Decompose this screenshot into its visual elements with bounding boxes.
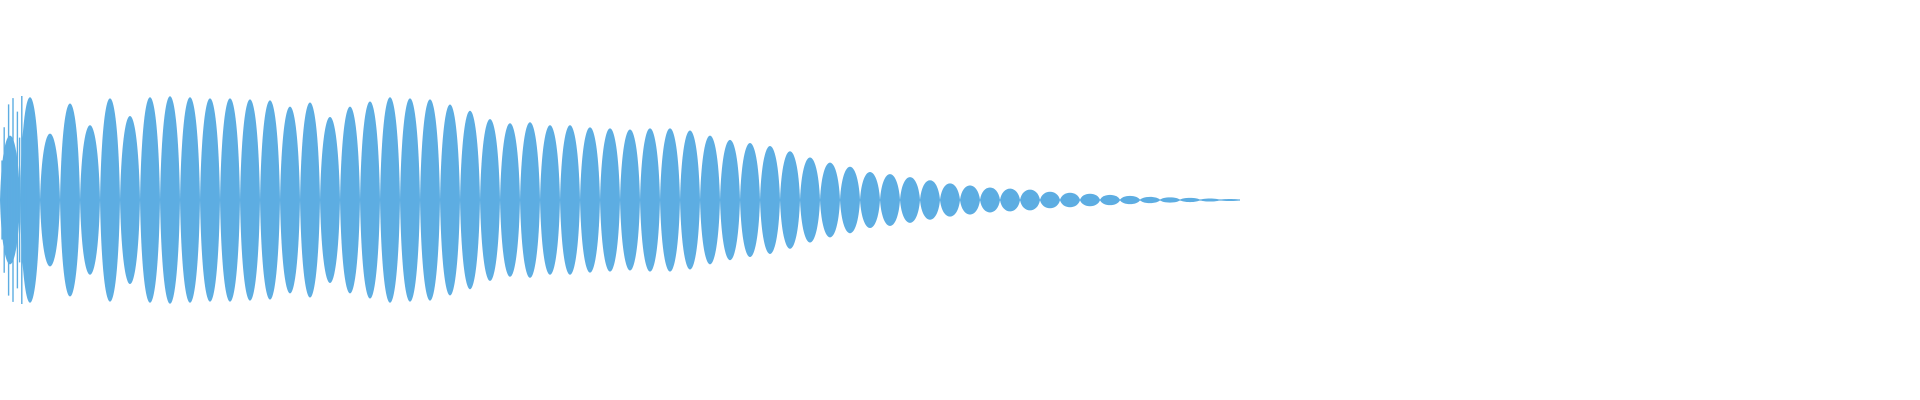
- waveform-lobe: [240, 99, 260, 301]
- waveform-lobe: [200, 98, 220, 302]
- waveform-lobe: [360, 101, 380, 299]
- waveform-lobe: [620, 129, 640, 271]
- waveform-lobe: [340, 106, 360, 294]
- waveform-lobe: [580, 127, 600, 273]
- waveform-lobe: [560, 125, 580, 275]
- waveform-lobe: [120, 115, 140, 285]
- waveform-lobe: [660, 128, 680, 272]
- waveform-lobe: [840, 166, 860, 234]
- waveform-lobe: [780, 151, 800, 249]
- waveform-lobe: [40, 133, 60, 267]
- waveform-lobe: [80, 125, 100, 275]
- waveform-lobe: [20, 97, 40, 303]
- waveform-lobe: [1080, 193, 1100, 207]
- waveform-lobe: [220, 98, 240, 302]
- waveform-lobe: [1100, 194, 1120, 206]
- waveform-lobe: [680, 130, 700, 270]
- waveform-lobe: [280, 106, 300, 294]
- waveform-lobe: [1220, 198, 1240, 202]
- waveform-lobe: [640, 128, 660, 272]
- waveform-lobe: [480, 119, 500, 281]
- waveform-lobe: [1060, 192, 1080, 208]
- waveform-lobe: [920, 180, 940, 220]
- waveform-lobe: [160, 96, 180, 304]
- waveform-lobe: [100, 98, 120, 302]
- waveform-lobe: [1120, 195, 1140, 205]
- waveform-lobe: [900, 177, 920, 223]
- waveform-lobe: [500, 123, 520, 277]
- waveform-lobe: [60, 103, 80, 297]
- waveform-lobe: [1000, 188, 1020, 212]
- waveform-lobe: [700, 135, 720, 265]
- waveform-lobe: [1040, 191, 1060, 209]
- waveform-lobe: [1160, 197, 1180, 203]
- waveform-lobe: [1200, 198, 1220, 202]
- waveform-lobe: [540, 125, 560, 275]
- waveform-lobe: [820, 162, 840, 238]
- waveform-lobe: [720, 139, 740, 261]
- waveform-lobe: [1020, 189, 1040, 211]
- waveform-lobe: [400, 98, 420, 302]
- waveform-lobe: [1180, 197, 1200, 203]
- waveform-lobe: [520, 122, 540, 278]
- waveform-lobe: [1140, 196, 1160, 204]
- waveform-lobe: [980, 187, 1000, 213]
- waveform-lobe: [320, 117, 340, 283]
- waveform-lobe: [800, 157, 820, 243]
- waveform-lobe: [880, 174, 900, 226]
- waveform-lobe: [760, 146, 780, 254]
- waveform-lobe: [260, 100, 280, 300]
- waveform-lobe: [940, 183, 960, 217]
- waveform-lobe: [380, 97, 400, 303]
- waveform-lobe: [140, 97, 160, 303]
- waveform-lobe: [860, 171, 880, 229]
- waveform-lobe: [420, 99, 440, 301]
- waveform-lobe: [180, 97, 200, 303]
- waveform-lobe: [460, 110, 480, 290]
- waveform-lobe: [0, 135, 20, 265]
- waveform-lobe: [960, 185, 980, 215]
- waveform-lobe: [300, 102, 320, 298]
- waveform-lobe: [440, 104, 460, 296]
- waveform-lobe: [600, 128, 620, 272]
- waveform-lobe: [740, 142, 760, 258]
